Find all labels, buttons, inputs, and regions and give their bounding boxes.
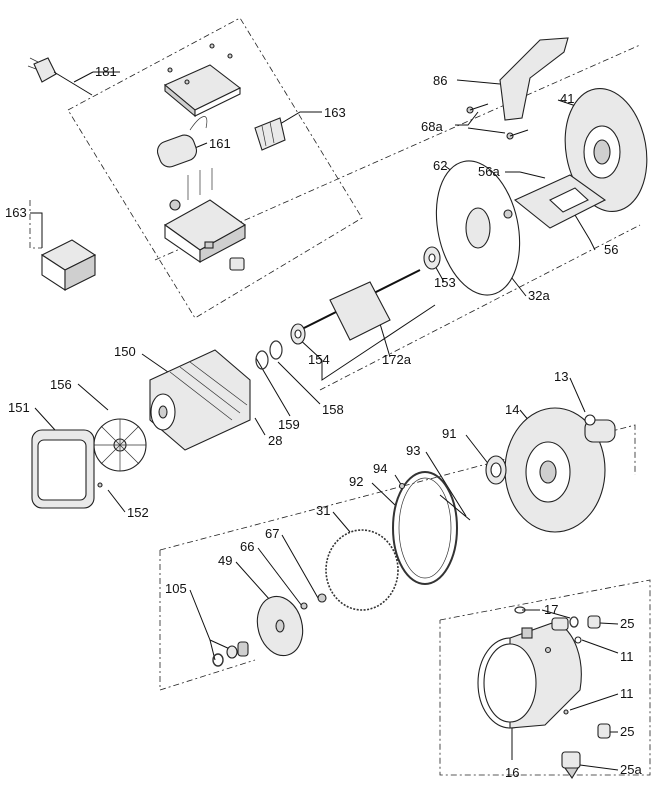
flange-disc <box>435 160 521 296</box>
label-158: 158 <box>322 402 344 417</box>
label-32a: 32a <box>528 288 550 303</box>
label-181: 181 <box>95 64 117 79</box>
o-rings-158-159 <box>255 340 283 370</box>
bearing-shield <box>564 87 648 213</box>
mounting-foot <box>513 171 607 229</box>
small-fittings <box>514 606 611 780</box>
capacitor <box>156 116 208 168</box>
label-16: 16 <box>505 765 519 780</box>
label-153: 153 <box>434 275 456 290</box>
label-154: 154 <box>308 352 330 367</box>
label-56a: 56a <box>478 164 500 179</box>
pump-body-16 <box>477 617 582 729</box>
part-labels: 181 163 161 163 86 41 68a 62 56a 56 32a … <box>5 64 642 780</box>
label-91: 91 <box>442 426 456 441</box>
label-67: 67 <box>265 526 279 541</box>
label-152: 152 <box>127 505 149 520</box>
label-13: 13 <box>554 369 568 384</box>
label-11-top: 11 <box>620 649 634 664</box>
label-159: 159 <box>278 417 300 432</box>
bearing-154 <box>290 323 306 345</box>
label-49: 49 <box>218 553 232 568</box>
label-68a: 68a <box>421 119 443 134</box>
fan-cover <box>31 429 103 509</box>
label-11-bottom: 11 <box>620 686 634 701</box>
label-150: 150 <box>114 344 136 359</box>
label-161: 161 <box>209 136 231 151</box>
label-62: 62 <box>433 158 447 173</box>
fan <box>93 418 147 472</box>
label-156: 156 <box>50 377 72 392</box>
label-163-left: 163 <box>5 205 27 220</box>
label-28: 28 <box>268 433 282 448</box>
label-41: 41 <box>560 91 574 106</box>
small-parts-66-67 <box>300 593 327 610</box>
label-105: 105 <box>165 581 187 596</box>
label-25-top: 25 <box>620 616 634 631</box>
label-86: 86 <box>433 73 447 88</box>
label-94: 94 <box>373 461 387 476</box>
label-31: 31 <box>316 503 330 518</box>
gasket-31 <box>325 529 399 611</box>
pump-housing-14 <box>504 407 616 533</box>
handle <box>466 37 569 140</box>
seal-105 <box>212 641 249 667</box>
label-25a: 25a <box>620 762 642 777</box>
label-151: 151 <box>8 400 30 415</box>
terminal-block <box>254 117 286 151</box>
rotor-shaft <box>299 269 421 341</box>
clamp-ring <box>392 471 471 585</box>
label-56: 56 <box>604 242 618 257</box>
bearing-153 <box>423 246 441 270</box>
label-17: 17 <box>544 602 558 617</box>
label-172a: 172a <box>382 352 412 367</box>
label-66: 66 <box>240 539 254 554</box>
impeller <box>256 595 304 657</box>
junction-box <box>40 239 97 292</box>
label-93: 93 <box>406 443 420 458</box>
label-25-bottom: 25 <box>620 724 634 739</box>
terminal-box-lid <box>163 43 242 118</box>
label-14: 14 <box>505 402 519 417</box>
terminal-box-base <box>163 168 247 271</box>
seal-ring-91 <box>485 455 507 485</box>
motor-body <box>149 349 251 451</box>
label-92: 92 <box>349 474 363 489</box>
power-cord <box>27 57 93 96</box>
label-163-top: 163 <box>324 105 346 120</box>
